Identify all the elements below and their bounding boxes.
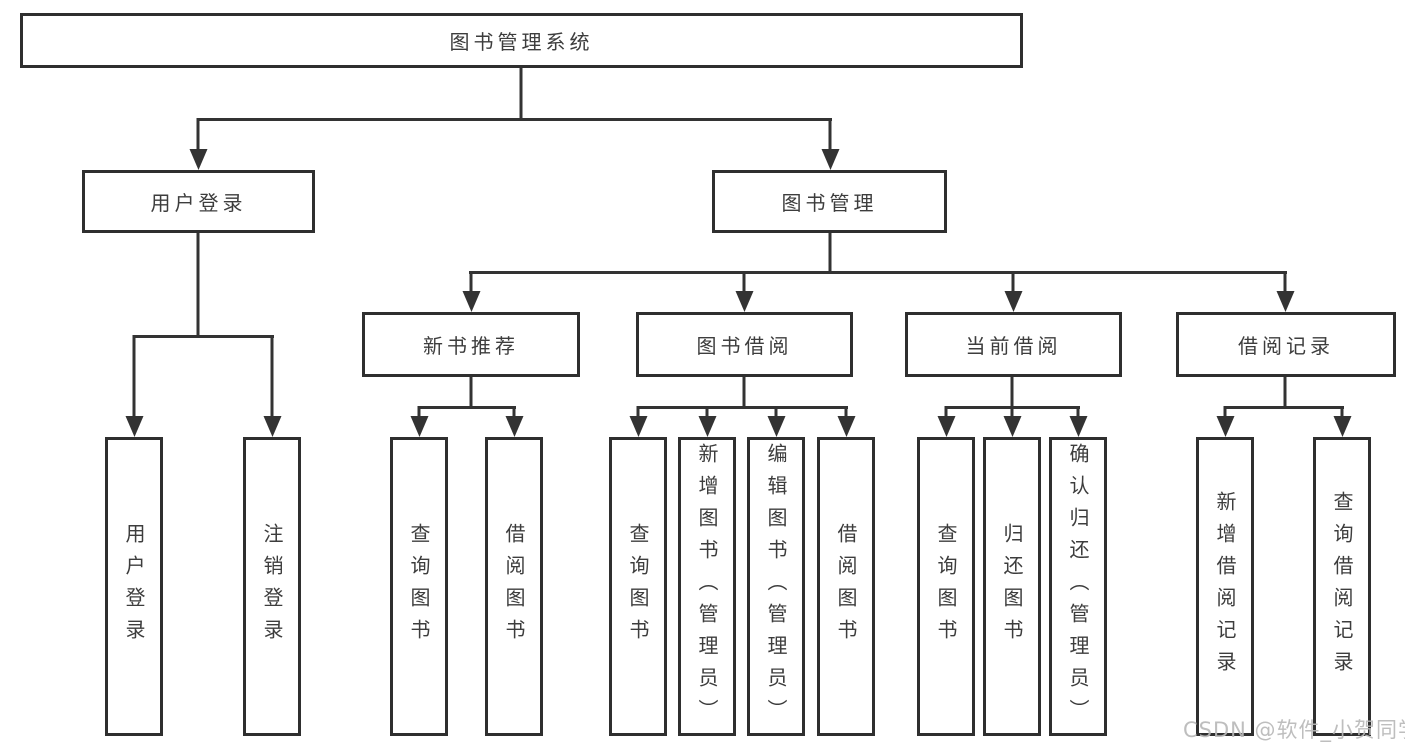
arrow-down-icon: [705, 406, 709, 416]
leaf-borrow-book: 借阅图书: [817, 437, 875, 736]
csdn-watermark: CSDN @软件_小贺同学: [1183, 718, 1405, 742]
node-new-book-rec: 新书推荐: [362, 312, 580, 377]
arrow-down-icon: [1076, 406, 1080, 416]
connector-new-book-rec-branch: [418, 406, 516, 409]
node-borrow-records: 借阅记录: [1176, 312, 1396, 377]
connector-user-login-drop: [196, 233, 200, 338]
leaf-confirm-return-admin: 确认归还（管理员）: [1049, 437, 1107, 736]
arrow-down-icon: [1010, 406, 1014, 416]
connector-book-borrow-branch: [637, 406, 848, 409]
connector-level2-branch: [197, 118, 832, 121]
leaf-add-book-admin: 新增图书（管理员）: [678, 437, 736, 736]
node-book-borrow: 图书借阅: [636, 312, 853, 377]
connector-user-login-branch: [133, 335, 274, 338]
leaf-query-book-current: 查询图书: [917, 437, 975, 736]
arrow-down-icon: [828, 118, 832, 149]
leaf-query-book-borrow: 查询图书: [609, 437, 667, 736]
arrow-down-icon: [417, 406, 421, 416]
arrow-down-icon: [1223, 406, 1227, 416]
node-user-login: 用户登录: [82, 170, 315, 233]
connector-book-borrow-drop: [742, 377, 746, 409]
arrow-down-icon: [469, 271, 473, 291]
arrow-down-icon: [774, 406, 778, 416]
arrow-down-icon: [196, 118, 200, 149]
arrow-down-icon: [636, 406, 640, 416]
leaf-borrow-book-rec: 借阅图书: [485, 437, 543, 736]
connector-root-drop: [519, 68, 523, 121]
leaf-user-login: 用户登录: [105, 437, 163, 736]
arrow-down-icon: [1011, 271, 1015, 291]
arrow-down-icon: [512, 406, 516, 416]
arrow-down-icon: [944, 406, 948, 416]
arrow-down-icon: [270, 335, 274, 416]
leaf-add-borrow-record: 新增借阅记录: [1196, 437, 1254, 736]
node-book-mgmt: 图书管理: [712, 170, 947, 233]
arrow-down-icon: [1283, 271, 1287, 291]
leaf-logout: 注销登录: [243, 437, 301, 736]
connector-level3-branch: [469, 271, 1287, 274]
arrow-down-icon: [844, 406, 848, 416]
arrow-down-icon: [132, 335, 136, 416]
node-root: 图书管理系统: [20, 13, 1023, 68]
leaf-query-book-rec: 查询图书: [390, 437, 448, 736]
connector-borrow-records-drop: [1283, 377, 1287, 409]
arrow-down-icon: [1340, 406, 1344, 416]
connector-borrow-records-branch: [1224, 406, 1344, 409]
connector-new-book-rec-drop: [469, 377, 473, 409]
node-current-borrow: 当前借阅: [905, 312, 1122, 377]
leaf-query-borrow-record: 查询借阅记录: [1313, 437, 1371, 736]
leaf-edit-book-admin: 编辑图书（管理员）: [747, 437, 805, 736]
connector-current-borrow-drop: [1010, 377, 1014, 409]
leaf-return-book: 归还图书: [983, 437, 1041, 736]
arrow-down-icon: [742, 271, 746, 291]
connector-book-mgmt-drop: [828, 233, 832, 274]
